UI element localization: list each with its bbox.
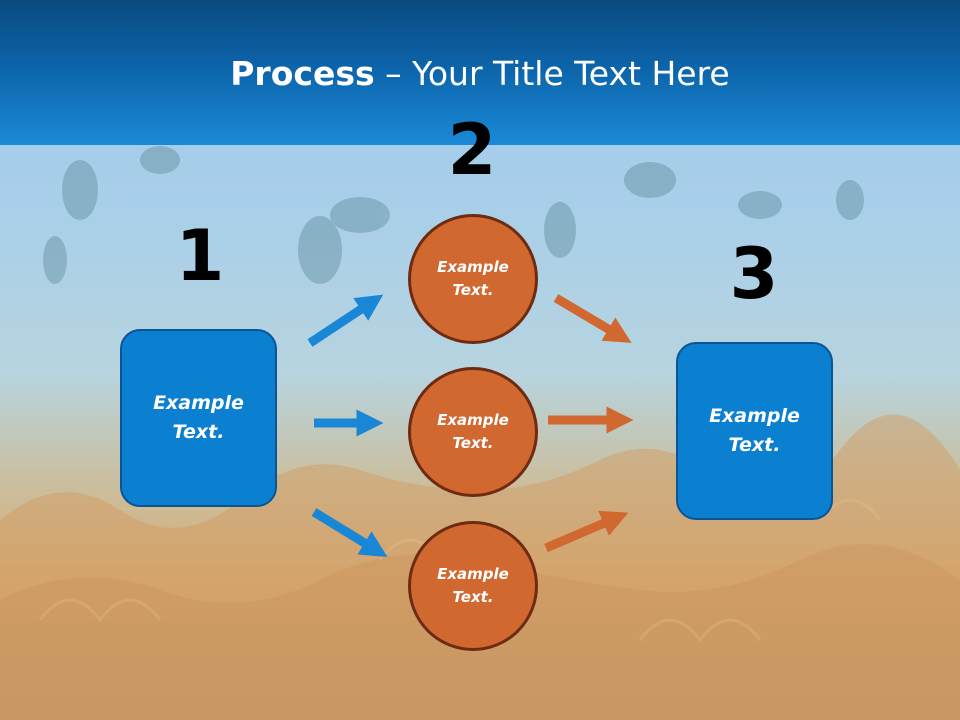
step-1-box: Example Text. (120, 329, 277, 507)
title-rest: – Your Title Text Here (374, 54, 730, 93)
step-3-label: Example Text. (709, 405, 800, 456)
title-bold: Process (230, 54, 375, 93)
step-2-label-bottom: Example Text. (437, 565, 509, 606)
step-number-1: 1 (175, 215, 225, 297)
step-number-2: 2 (447, 109, 497, 191)
arrow-2a-to-3 (553, 294, 632, 343)
arrow-2c-to-3 (544, 510, 629, 553)
step-2-circle-middle: Example Text. (408, 367, 538, 497)
slide-title: Process – Your Title Text Here (0, 52, 960, 96)
step-2-circle-top: Example Text. (408, 214, 538, 344)
arrow-1-to-2a (307, 294, 384, 347)
step-3-box: Example Text. (676, 342, 833, 520)
step-1-label: Example Text. (153, 392, 244, 443)
step-2-label-middle: Example Text. (437, 411, 509, 452)
step-2-circle-bottom: Example Text. (408, 521, 538, 651)
title-band (0, 0, 960, 145)
step-number-3: 3 (729, 233, 779, 315)
step-2-label-top: Example Text. (437, 258, 509, 299)
arrow-1-to-2c (311, 508, 388, 558)
